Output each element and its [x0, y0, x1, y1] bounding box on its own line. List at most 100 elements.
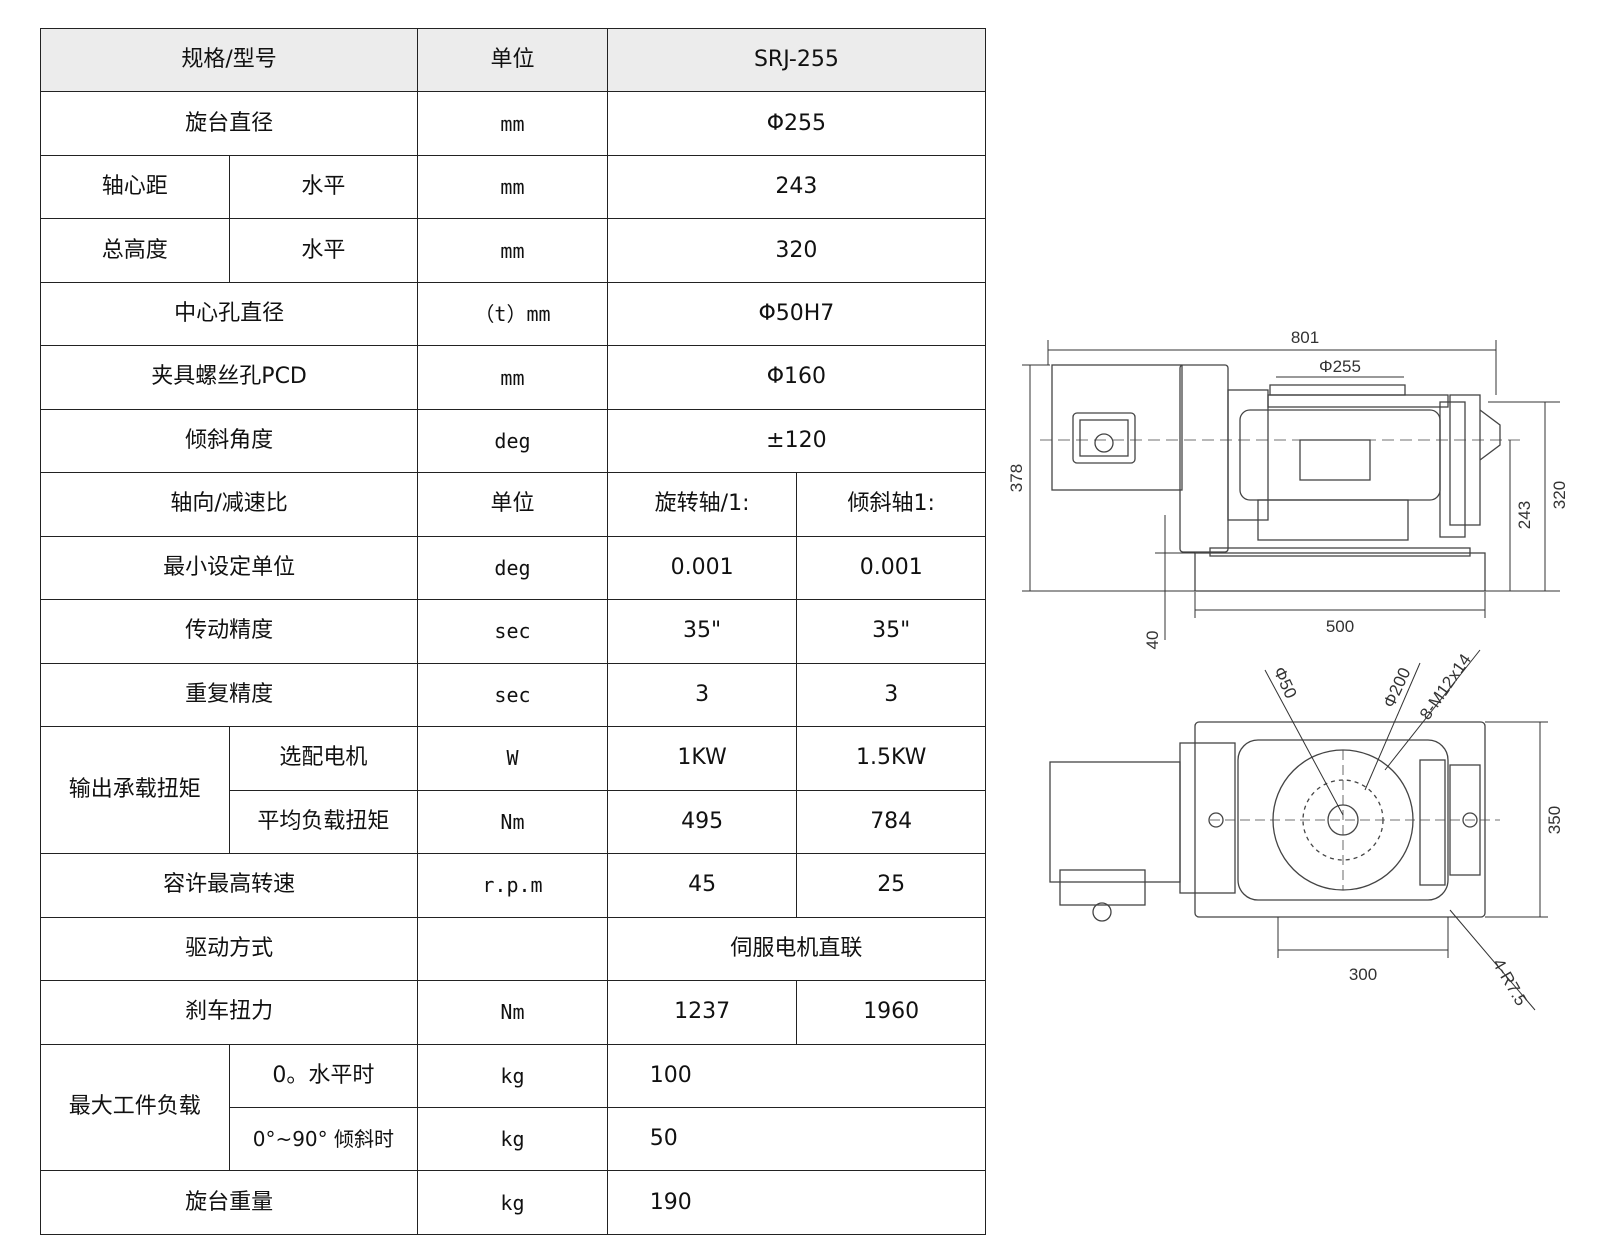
row-value: Φ50H7 [606, 281, 987, 347]
table-header-row: 规格/型号 单位 SRJ-255 [39, 27, 987, 93]
row-tilt-value: 25 [796, 853, 986, 918]
row-value: 320 [606, 218, 987, 283]
header-unit: 单位 [417, 27, 608, 93]
row-tilt-axis: 倾斜轴1: [796, 472, 986, 537]
row-tilt-value: 0.001 [796, 535, 986, 601]
row-unit: deg [417, 535, 608, 601]
row-rotary-value: 1KW [606, 726, 798, 791]
dim-320: 320 [1550, 481, 1569, 509]
row-label: 倾斜角度 [39, 408, 419, 474]
dim-801: 801 [1291, 328, 1319, 347]
table-row: 容许最高转速 r.p.m 45 25 [39, 853, 986, 918]
row-sublabel: 选配电机 [228, 726, 419, 791]
row-unit: Nm [417, 980, 608, 1045]
row-rotary-value: 0.001 [606, 535, 798, 601]
technical-drawing: 801 Φ255 378 243 320 500 40 [1007, 328, 1569, 1011]
row-label: 重复精度 [39, 662, 419, 728]
row-label: 输出承载扭矩 [40, 726, 230, 855]
front-view-dimension-labels: 801 Φ255 378 243 320 500 40 [1007, 328, 1569, 649]
row-sublabel: 0°~90° 倾斜时 [228, 1106, 419, 1172]
row-tilt-value: 784 [796, 789, 986, 855]
table-row: 最小设定单位 deg 0.001 0.001 [39, 535, 986, 601]
row-value: Φ255 [606, 91, 987, 156]
row-rotary-value: 3 [606, 662, 798, 728]
dim-table-dia: Φ255 [1319, 357, 1361, 376]
row-unit: kg [417, 1106, 608, 1172]
row-value: 243 [606, 154, 987, 220]
row-label: 中心孔直径 [39, 281, 419, 347]
row-label: 最大工件负载 [40, 1043, 230, 1172]
row-tilt-value: 1960 [796, 980, 986, 1045]
row-value: Φ160 [606, 345, 987, 410]
row-label: 驱动方式 [39, 916, 419, 982]
header-spec-model: 规格/型号 [39, 27, 419, 93]
row-unit: Nm [417, 789, 608, 855]
dim-bolt-holes: 8-M12x14 [1416, 650, 1475, 723]
row-label: 轴心距 [40, 154, 230, 220]
row-unit: kg [417, 1170, 608, 1235]
row-unit: kg [417, 1043, 608, 1108]
table-row: 平均负载扭矩 Nm 495 784 [41, 789, 986, 855]
dim-corner-radius: 4-R7.5 [1489, 955, 1531, 1009]
table-row: 旋台直径 mm Φ255 [39, 91, 987, 156]
table-row: 传动精度 sec 35" 35" [39, 599, 986, 664]
row-sublabel: 0。水平时 [228, 1043, 419, 1108]
row-unit: mm [417, 154, 608, 220]
row-value: 50 [606, 1106, 987, 1172]
row-unit: mm [417, 91, 608, 156]
row-tilt-value: 3 [796, 662, 986, 728]
row-label: 旋台重量 [39, 1170, 419, 1235]
table-row: 重复精度 sec 3 3 [39, 662, 986, 728]
row-unit: W [417, 726, 608, 791]
row-value: 伺服电机直联 [606, 916, 987, 982]
row-rotary-axis: 旋转轴/1: [606, 472, 798, 537]
row-rotary-value: 495 [606, 789, 798, 855]
row-tilt-value: 35" [796, 599, 986, 664]
table-row: 输出承载扭矩 选配电机 W 1KW 1.5KW [40, 726, 986, 855]
dim-378: 378 [1007, 464, 1026, 492]
row-label: 夹具螺丝孔PCD [39, 345, 419, 410]
row-tilt-value: 1.5KW [796, 726, 986, 791]
table-row: 轴向/减速比 单位 旋转轴/1: 倾斜轴1: [39, 472, 986, 537]
dim-350: 350 [1545, 806, 1564, 834]
row-sublabel: 水平 [228, 218, 419, 283]
row-sublabel: 平均负载扭矩 [228, 789, 419, 855]
table-row: 中心孔直径 （t）mm Φ50H7 [39, 281, 987, 347]
table-row: 旋台重量 kg 190 [39, 1170, 987, 1235]
row-label: 旋台直径 [39, 91, 419, 156]
row-value: 190 [606, 1170, 987, 1235]
table-row: 最大工件负载 0。水平时 kg 100 [40, 1043, 987, 1172]
table-row: 刹车扭力 Nm 1237 1960 [39, 980, 986, 1045]
row-unit: mm [417, 345, 608, 410]
table-row: 轴心距 水平 mm 243 [40, 154, 987, 220]
row-unit: （t）mm [417, 281, 608, 347]
header-model-number: SRJ-255 [606, 27, 987, 93]
row-unit: r.p.m [417, 853, 608, 918]
table-row: 倾斜角度 deg ±120 [39, 408, 987, 474]
row-unit: sec [417, 662, 608, 728]
table-row: 0°~90° 倾斜时 kg 50 [41, 1106, 987, 1172]
top-view-dimension-labels: Φ50 Φ200 8-M12x14 350 300 4-R7.5 [1270, 650, 1564, 1009]
row-label: 容许最高转速 [39, 853, 419, 918]
front-view-dimensions [1022, 340, 1560, 640]
dim-500: 500 [1326, 617, 1354, 636]
row-unit: mm [417, 218, 608, 283]
dim-phi50: Φ50 [1270, 664, 1301, 701]
row-value: 100 [606, 1043, 987, 1108]
row-value: ±120 [606, 408, 987, 474]
row-rotary-value: 45 [606, 853, 798, 918]
table-row: 总高度 水平 mm 320 [40, 218, 987, 283]
dim-243: 243 [1515, 501, 1534, 529]
row-label: 轴向/减速比 [39, 472, 419, 537]
table-row: 驱动方式 伺服电机直联 [39, 916, 987, 982]
spec-table: 规格/型号 单位 SRJ-255 旋台直径 mm Φ255 轴心距 水平 mm … [39, 27, 987, 1235]
row-unit: 单位 [417, 472, 608, 537]
dim-40: 40 [1143, 631, 1162, 650]
row-label: 总高度 [40, 218, 230, 283]
dim-300: 300 [1349, 965, 1377, 984]
row-unit: deg [417, 408, 608, 474]
row-label: 刹车扭力 [39, 980, 419, 1045]
top-view [1049, 721, 1500, 922]
row-label: 传动精度 [39, 599, 419, 664]
row-rotary-value: 35" [606, 599, 798, 664]
